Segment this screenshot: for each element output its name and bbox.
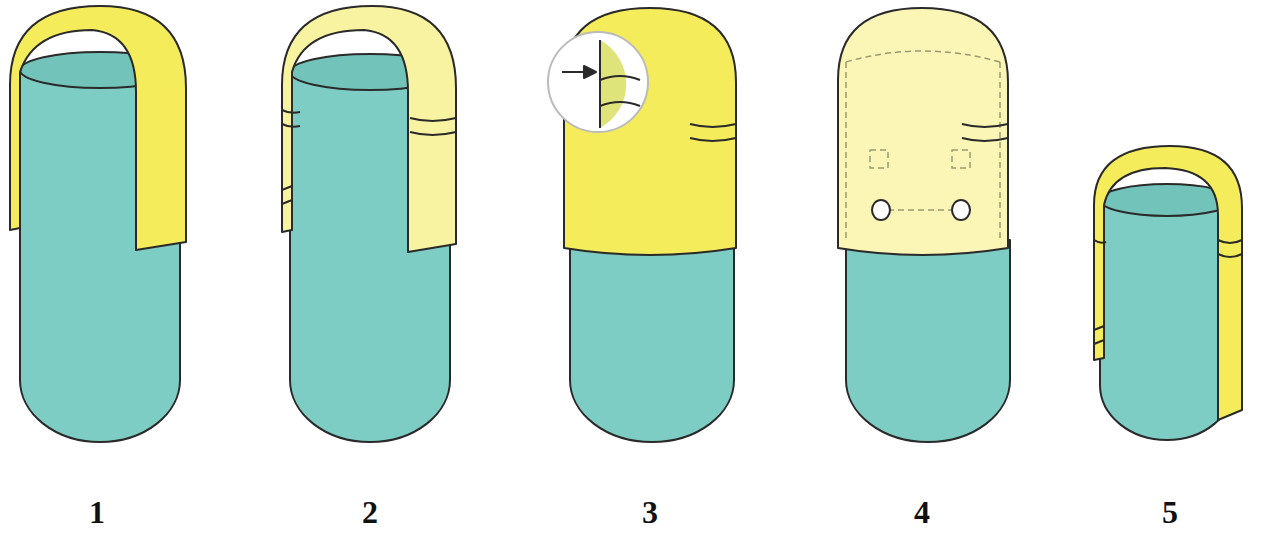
step-number: 4 [914,496,930,528]
step-number: 5 [1162,496,1178,528]
step-number: 3 [642,496,658,528]
step-number: 1 [89,496,105,528]
step-number: 2 [362,496,378,528]
